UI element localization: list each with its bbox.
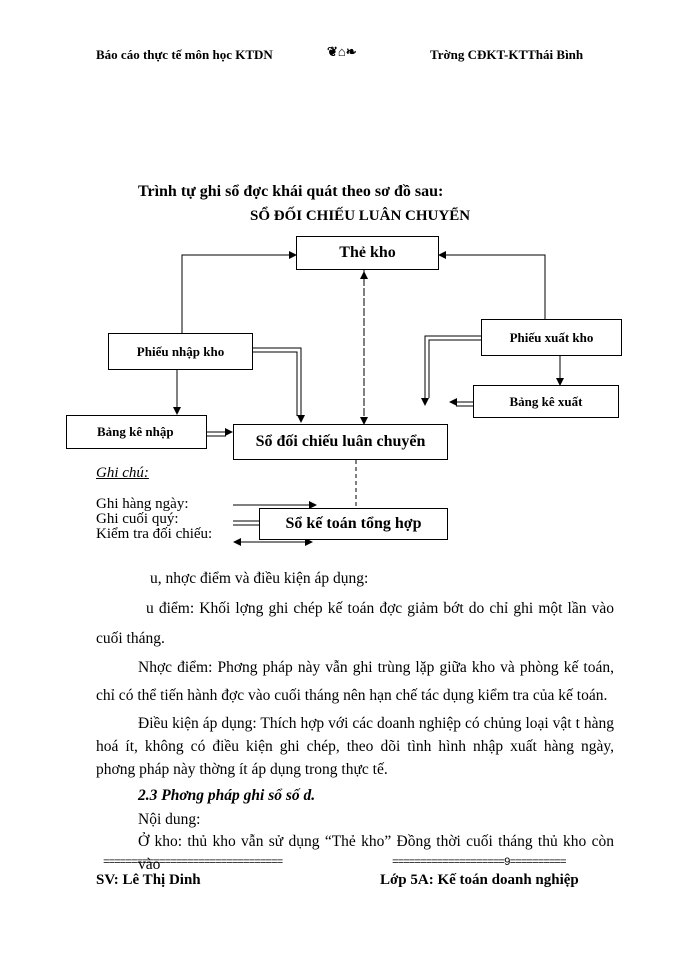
para-conditions-line3: phơng pháp này thờng ít áp dụng trong th… (96, 761, 388, 778)
para-kho: Ở kho: thủ kho vẫn sử dụng “Thẻ kho” Đồn… (138, 833, 614, 873)
legend-check: Kiểm tra đối chiếu: (96, 526, 213, 542)
footer-rule-left: ================================ (103, 857, 283, 869)
header-left: Báo cáo thực tế môn học KTDN (96, 47, 273, 62)
footer-class: Lớp 5A: Kế toán doanh nghiệp (380, 872, 579, 888)
arrow-phieu-xuat-to-the-kho (438, 251, 546, 319)
box-bang-ke-nhap: Bảng kê nhập (66, 415, 207, 449)
arrow-phieu-xuat-down (421, 335, 481, 406)
para-advantages-line2: cuối tháng. (96, 630, 165, 647)
intro-text: Trình tự ghi sổ đợc khái quát theo sơ đồ… (138, 183, 444, 200)
para-disadvantages-line1: Nhợc điểm: Phơng pháp này vẫn ghi trùng … (138, 659, 614, 676)
header-ornament: ❦⌂❧ (327, 44, 357, 59)
box-phieu-xuat-kho: Phiếu xuất kho (481, 319, 622, 356)
arrow-phieu-nhap-to-so-doi-chieu (253, 347, 305, 423)
footer-rule-right: ====================9========== (392, 857, 567, 869)
section-heading: 2.3 Phơng pháp ghi sổ số d. (138, 787, 316, 804)
diagram-title: SỔ ĐỐI CHIẾU LUÂN CHUYỂN (250, 208, 471, 224)
content-label: Nội dung: (138, 811, 201, 828)
box-so-ke-toan-tong-hop: Sổ kế toán tổng hợp (259, 508, 448, 540)
para-conditions-line2: hoá ít, không có điều kiện ghi chép, the… (96, 738, 614, 755)
legend-daily: Ghi hàng ngày: (96, 496, 189, 512)
box-so-doi-chieu: Sổ đối chiếu luân chuyển (233, 424, 448, 460)
header-right: Trờng CĐKT-KTThái Bình (430, 47, 584, 62)
para-advantages-heading: u, nhợc điểm và điều kiện áp dụng: (150, 570, 369, 587)
arrow-phieu-nhap-to-the-kho (181, 251, 297, 333)
para-disadvantages-line2: chỉ có thể tiến hành đợc vào cuối tháng … (96, 687, 608, 704)
legend-title-text: Ghi chú (96, 465, 144, 481)
para-conditions-line1: Điều kiện áp dụng: Thích hợp với các doa… (138, 715, 614, 732)
box-phieu-nhap-kho: Phiếu nhập kho (108, 333, 253, 370)
legend-title: Ghi chú: (96, 465, 149, 481)
footer-student: SV: Lê Thị Dinh (96, 872, 201, 888)
para-advantages-line1: u điểm: Khối lợng ghi chép kế toán đợc g… (146, 600, 614, 617)
legend-month-end: Ghi cuối quý: (96, 511, 179, 527)
box-the-kho: Thẻ kho (296, 236, 439, 270)
box-bang-ke-xuat: Bảng kê xuất (473, 385, 619, 418)
